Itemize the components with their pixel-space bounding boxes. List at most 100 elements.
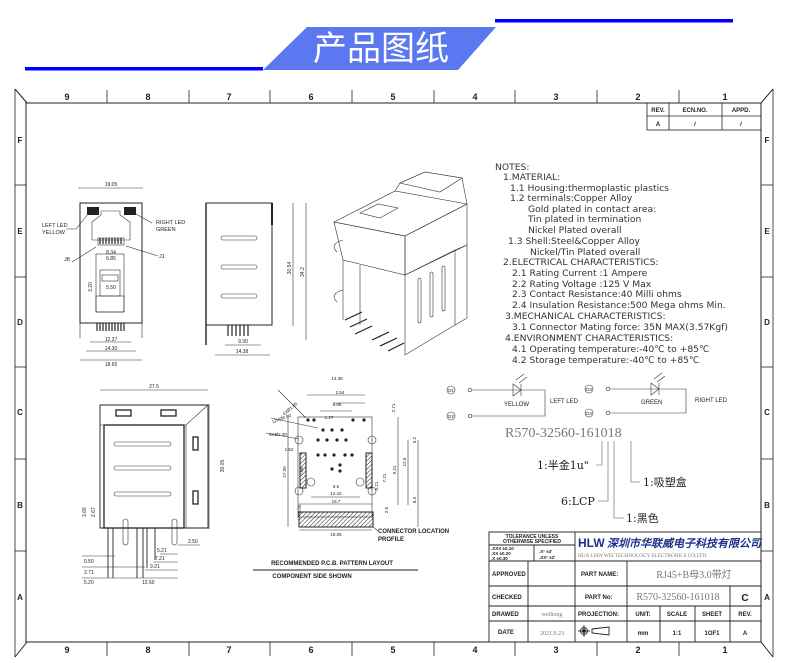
frame-columns-7: 2 xyxy=(635,92,640,102)
front-view-dims-3: 5.50 xyxy=(106,285,116,291)
pcb-layout-caption: RECOMMENDED P.C.B. PATTERN LAYOUT xyxy=(271,561,393,567)
notes-12: 2.3 Contact Resistance:40 Milli ohms xyxy=(512,289,682,300)
pcb-layout-dims-14: 12.42 xyxy=(330,491,342,496)
title-block-scale-label: SCALE xyxy=(667,612,687,618)
revision-table-headers-1: ECN.NO. xyxy=(682,108,707,114)
front-view-dims-1: 6.85 xyxy=(106,256,116,262)
front-view-width-top: 19.05 xyxy=(105,182,118,188)
drawing-stroke xyxy=(330,467,334,471)
title-block-rev-value: A xyxy=(743,631,748,637)
front-view-right-led-color: GREEN xyxy=(156,227,176,233)
banner-left-line xyxy=(25,67,263,71)
revision-table-headers-2: APPD. xyxy=(732,108,751,114)
frame-columns-2: 7 xyxy=(226,645,231,655)
notes-2: 1.1 Housing:thermoplastic plastics xyxy=(510,183,669,194)
bottom-view-dims-10: 7.21 xyxy=(155,556,165,562)
drawing-stroke xyxy=(306,477,316,487)
pcb-layout-dims-10: 27.50 xyxy=(282,466,287,478)
drawing-stroke xyxy=(613,441,624,519)
led-schematic-pins-3: D4 xyxy=(586,411,592,416)
drawing-stroke: 1:半金1u" 6:LCP 1:黑色 1:吸塑盒 xyxy=(537,458,687,525)
front-view-pin-right: J1 xyxy=(159,254,165,260)
bottom-view-dims-6: 5.20 xyxy=(84,580,94,586)
drawing-stroke xyxy=(515,372,666,384)
title-block-sheet-label: SHEET xyxy=(702,612,722,618)
drawing-stroke xyxy=(99,404,209,529)
frame-columns-0: 9 xyxy=(64,645,69,655)
drawing-stroke xyxy=(367,435,377,445)
drawing-stroke xyxy=(335,438,339,442)
revision-table-row-0: A xyxy=(656,122,661,128)
drawing-stroke: LEFT LED YELLOW RIGHT LED GREEN J8 J1 xyxy=(42,220,185,263)
front-view-pin-left: J8 xyxy=(64,257,70,263)
drawing-stroke xyxy=(362,418,366,422)
frame-rows-4: B xyxy=(17,501,23,510)
title-block-projection-label: PROJECTION: xyxy=(578,612,619,618)
drawing-stroke xyxy=(14,88,28,104)
notes-4: Gold plated in contact area: xyxy=(528,204,656,215)
drawing-stroke xyxy=(299,452,307,489)
part-code-legend-0: 1:半金1u" xyxy=(537,458,589,472)
drawing-stroke: 3.66 2.67 0.50 2.71 5.20 12.60 2.50 5.21… xyxy=(82,507,198,586)
led-schematic-pins-2: D3 xyxy=(586,387,592,392)
drawing-stroke xyxy=(79,202,143,324)
notes-0: NOTES: xyxy=(495,162,529,173)
notes-10: 2.1 Rating Current :1 Ampere xyxy=(512,268,648,279)
drawing-stroke xyxy=(99,238,122,244)
frame-rows-2: D xyxy=(764,318,770,327)
drawing-stroke: REV.ECN.NO.APPD. A// xyxy=(651,108,750,128)
pcb-layout-dims-13: 8.5 xyxy=(333,484,340,489)
projection-symbol-icon xyxy=(578,625,610,637)
drawing-stroke xyxy=(379,337,398,347)
drawing-stroke xyxy=(107,528,156,578)
title-block-tol-linear-1: .XX ±0.20 xyxy=(491,551,511,556)
drawing-stroke xyxy=(323,453,327,457)
drawing-stroke xyxy=(265,432,300,440)
title-block-approved-label: APPROVED xyxy=(492,572,526,578)
notes-1: 1.MATERIAL: xyxy=(503,172,560,183)
title-block-tol-angular-0: .X° ±3' xyxy=(539,549,552,554)
drawing-stroke: TOLERANCE UNLESS OTHERWISE SPECIFIED xyxy=(503,534,561,545)
drawing-stroke xyxy=(340,428,344,432)
drawing-stroke xyxy=(472,389,546,417)
drawing-stroke xyxy=(312,418,316,422)
pcb-layout-dims-0: 14.38 xyxy=(331,376,343,381)
front-view-left-led-color: YELLOW xyxy=(42,230,66,236)
drawing-stroke xyxy=(338,469,342,473)
title-block-date-label: DATE xyxy=(498,630,514,636)
drawing-stroke: UNIT: SCALE SHEET REV. mm 1:1 1OF1 A xyxy=(635,612,752,637)
title-block-scale-value: 1:1 xyxy=(673,631,682,637)
pcb-layout-dims-6: 6XØ2.30 xyxy=(269,432,287,437)
banner: 产品图纸 xyxy=(25,19,733,71)
drawing-stroke xyxy=(429,271,434,318)
revision-table-headers-0: REV. xyxy=(651,108,665,114)
drawing-stroke xyxy=(760,641,774,658)
front-view-dims-4: 12.37 xyxy=(105,337,118,343)
drawing-stroke xyxy=(171,518,178,546)
drawing-stroke xyxy=(101,274,119,282)
title-block-unit-value: mm xyxy=(638,631,649,637)
drawing-stroke xyxy=(205,202,273,326)
bottom-view-dims-2: 3.66 xyxy=(82,507,88,517)
drawing-stroke: .XXX ±0.10 .XX ±0.20 .X ±0.30 .X° ±3' .X… xyxy=(491,546,555,561)
drawing-stroke xyxy=(14,641,28,658)
side-view-dims-1: 34.2 xyxy=(300,267,306,277)
frame-columns-0: 9 xyxy=(64,92,69,102)
drawing-stroke xyxy=(399,171,463,193)
frame-rows-0: F xyxy=(765,136,770,145)
notes-9: 2.ELECTRICAL CHARACTERISTICS: xyxy=(503,257,659,268)
led-schematic-yellow: YELLOW xyxy=(504,402,529,408)
drawing-stroke xyxy=(332,453,336,457)
drawing-stroke xyxy=(404,203,468,276)
drawing-stroke xyxy=(488,531,762,643)
frame-rows-1: E xyxy=(764,227,770,236)
frame-columns-8: 1 xyxy=(722,92,727,102)
drawing-stroke xyxy=(605,386,611,392)
title-block-part-no-label: PART No: xyxy=(585,595,613,601)
drawing-stroke: YELLOW LEFT LED GREEN RIGHT LED xyxy=(504,398,728,408)
drawing-stroke xyxy=(650,382,660,396)
drawing-stroke xyxy=(294,435,304,445)
title-block-part-name-value: RJ45+B母3.0带灯 xyxy=(656,569,731,581)
frame-columns-5: 4 xyxy=(472,645,477,655)
drawing-stroke xyxy=(294,486,304,496)
